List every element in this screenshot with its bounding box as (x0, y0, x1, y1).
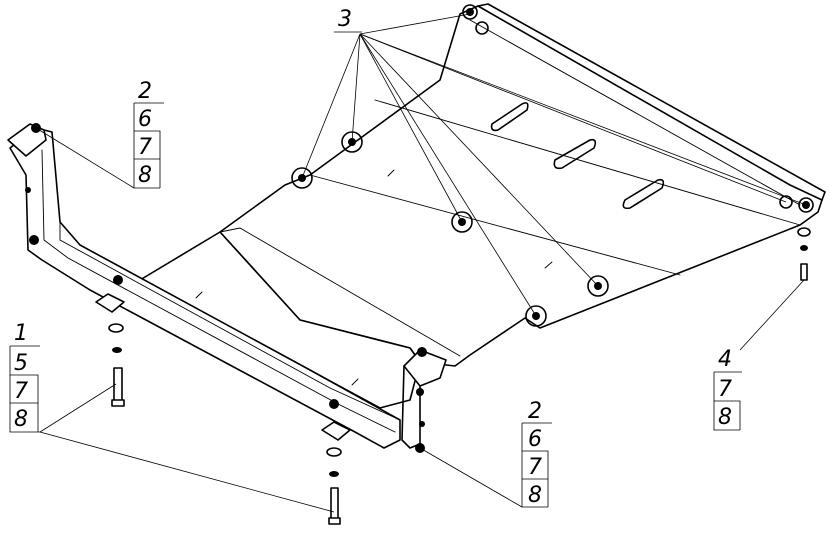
skid-plate (7, 3, 826, 449)
stack-bottom-2: 6 (528, 427, 542, 452)
hole-6 (416, 388, 424, 396)
leader-lines (35, 13, 807, 513)
washer-left-1 (108, 323, 124, 333)
nut-3 (451, 211, 473, 233)
nut-8 (798, 197, 814, 213)
plate-nuts (25, 4, 814, 427)
plate-fold-1 (219, 227, 461, 357)
callout-stack-bottom-center: 2 6 7 8 (521, 399, 552, 508)
mark-4 (351, 378, 359, 386)
fasteners (108, 227, 811, 525)
hole-5 (417, 347, 427, 357)
stack-left-3: 7 (14, 379, 28, 404)
top-flange (477, 3, 826, 201)
stack-bottom-1: 2 (528, 399, 542, 424)
washer-right-1 (797, 227, 811, 237)
hole-1 (113, 275, 123, 285)
stack-left-4: 8 (14, 407, 28, 432)
nut-7 (475, 21, 489, 35)
stack-right-1: 4 (718, 347, 732, 372)
lower-tab-left (95, 293, 125, 313)
callout-3-label: 3 (338, 7, 352, 32)
nut-6 (462, 4, 478, 20)
nut-1 (341, 131, 363, 153)
bolt-left (111, 367, 125, 407)
stack-right-2: 7 (718, 377, 732, 402)
nut-4 (587, 275, 609, 297)
hole-2 (329, 399, 339, 409)
stack-left-1: 1 (14, 321, 28, 346)
stack-top-left-1: 2 (138, 79, 152, 104)
bolt-center (328, 487, 341, 525)
slot-2 (553, 138, 597, 170)
hole-8 (419, 421, 425, 427)
crossmember-edge-2 (59, 221, 401, 421)
callout-stack-left: 1 5 7 8 (9, 321, 40, 433)
callout-stack-top-left: 2 6 7 8 (133, 79, 164, 189)
plate-fold-3 (374, 99, 801, 226)
nut-9 (779, 195, 793, 209)
hole-7 (25, 187, 31, 193)
front-crossmember (9, 127, 401, 449)
stack-bottom-4: 8 (528, 483, 542, 508)
mark-2 (544, 261, 553, 269)
hole-3 (29, 235, 39, 245)
washer-left-2 (112, 347, 122, 353)
slot-3 (622, 178, 665, 210)
nut-2 (291, 167, 313, 189)
washer-center-1 (326, 447, 342, 457)
callout-3: 3 (334, 7, 362, 33)
plate-fold-2 (309, 174, 681, 276)
stack-bottom-3: 7 (528, 455, 542, 480)
lower-tab-center (321, 421, 351, 441)
bolt-right (800, 263, 808, 281)
stack-top-left-3: 7 (138, 135, 152, 160)
stack-top-left-2: 6 (138, 107, 152, 132)
mark-1 (387, 169, 395, 177)
slot-1 (490, 102, 529, 132)
stack-right-3: 8 (718, 405, 732, 430)
callout-stack-right: 4 7 8 (713, 347, 742, 431)
washer-right-2 (800, 245, 808, 251)
stack-top-left-4: 8 (138, 163, 152, 188)
upper-plate-outline (219, 5, 823, 367)
stack-left-2: 5 (14, 351, 28, 376)
washer-center-2 (329, 471, 339, 477)
mark-3 (195, 291, 203, 299)
crossmember-edge (41, 149, 396, 433)
top-flange-inner (469, 19, 801, 206)
nut-5 (525, 305, 547, 327)
